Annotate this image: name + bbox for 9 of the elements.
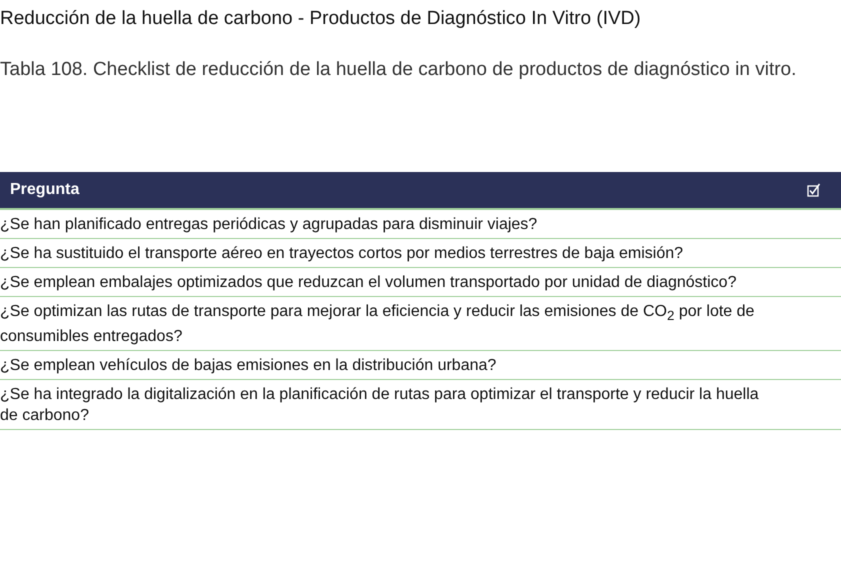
question-text: ¿Se han planificado entregas periódicas y agrupadas para disminuir viajes? [0,215,538,235]
question-text: ¿Se emplean embalajes optimizados que reduzcan el volumen transportado por unidad de diagnóstico? [0,273,738,293]
question-text: ¿Se optimizan las rutas de transporte para mejorar la eficiencia y reducir las emisiones de CO$_{2}$ por lote de consumibles entregados? [0,302,756,348]
question-text: ¿Se emplean vehículos de bajas emisiones en la distribución urbana? [0,356,498,376]
page-title: Reducción de la huella de carbono - Productos de Diagnóstico In Vitro (IVD) [0,8,641,30]
question-text: ¿Se ha sustituido el transporte aéreo en trayectos cortos por medios terrestres de baja emisión? [0,244,684,264]
question-text: ¿Se ha integrado la digitalización en la planificación de rutas para optimizar el transporte y reducir la huella de carbono? [0,385,760,426]
table-caption: Tabla 108. Checklist de reducción de la huella de carbono de productos de diagnóstico in vitro. [0,58,798,82]
column-header: Pregunta [10,181,80,199]
